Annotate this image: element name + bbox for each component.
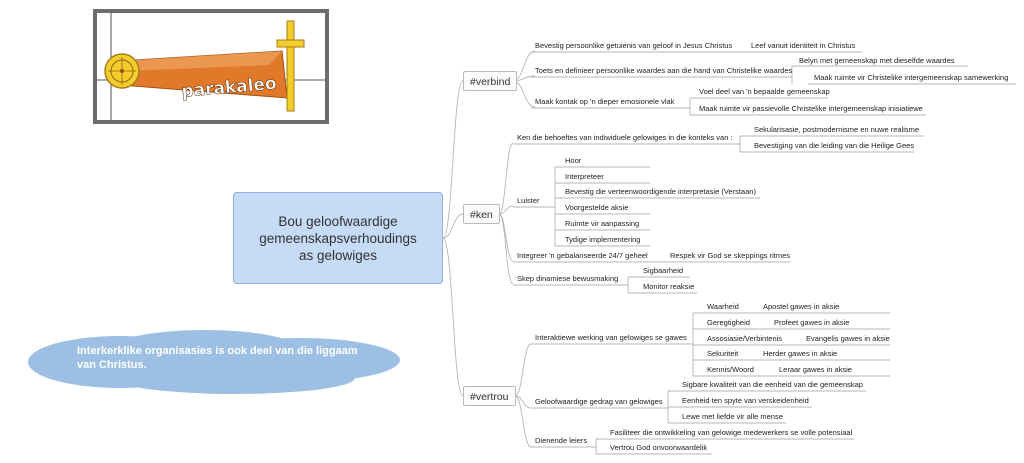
topic-ruimte-inisiatiewe[interactable]: Maak ruimte vir passievolle Christelike …	[699, 104, 923, 113]
central-to-ken	[442, 213, 464, 239]
topic-tydige-implementering[interactable]: Tydige implementering	[565, 235, 641, 244]
central-topic-text: Bou geloofwaardige gemeenskapsverhouding…	[259, 213, 417, 263]
ken-link-3	[498, 213, 514, 262]
central-topic[interactable]: Bou geloofwaardige gemeenskapsverhouding…	[233, 192, 443, 284]
topic-ruimte-samewerking[interactable]: Maak ruimte vir Christelike intergemeens…	[814, 73, 1009, 82]
topic-profeet-gawes[interactable]: Profeet gawes in aksie	[774, 318, 850, 327]
topic-dienende-leiers[interactable]: Dienende leiers	[535, 436, 588, 445]
topic-integreer-geheel[interactable]: Integreer 'n gebalanseerde 24/7 geheel	[517, 251, 648, 260]
topic-geloofwaardige-gedrag[interactable]: Geloofwaardige gedrag van gelowiges	[535, 397, 663, 406]
topic-monitor-reaksie[interactable]: Monitor reaksie	[643, 282, 695, 291]
ken-link-4	[498, 213, 514, 285]
topic-fasiliteer-ontwikkeling[interactable]: Fasiliteer die ontwikkeling van gelowige…	[610, 428, 853, 437]
topic-herder-gawes[interactable]: Herder gawes in aksie	[763, 349, 838, 358]
topic-sekularisasie[interactable]: Sekularisasie, postmodernisme en nuwe re…	[754, 125, 920, 134]
cloud-callout-text: Interkerklike organisasies is ook deel v…	[77, 345, 358, 371]
topic-geregtigheid[interactable]: Geregtigheid	[707, 318, 750, 327]
logo-graphic: parakaleo	[97, 13, 325, 120]
topic-sigbare-kwaliteit[interactable]: Sigbare kwaliteit van die eenheid van di…	[682, 380, 863, 389]
topic-sigbaarheid[interactable]: Sigbaarheid	[643, 266, 684, 275]
topic-leraar-gawes[interactable]: Leraar gawes in aksie	[779, 365, 852, 374]
central-to-vertrou	[442, 237, 464, 397]
topic-evangelis-gawes[interactable]: Evangelis gawes in aksie	[806, 334, 890, 343]
central-to-verbind	[442, 80, 464, 239]
cloud-callout[interactable]	[0, 0, 420, 400]
topic-luister[interactable]: Luister	[517, 196, 540, 205]
topic-apostel-gawes[interactable]: Apostel gawes in aksie	[763, 302, 840, 311]
topic-toets-waardes[interactable]: Toets en definieer persoonlike waardes a…	[535, 66, 793, 75]
vertrou-link-3	[514, 395, 532, 448]
topic-hoor[interactable]: Hoor	[565, 156, 582, 165]
topic-interpreteer[interactable]: Interpreteer	[565, 172, 604, 181]
ken-link-2	[498, 205, 514, 215]
topic-interaktiewe-werking[interactable]: Interaktiewe werking van gelowiges se ga…	[535, 333, 687, 342]
topic-skep-bewusmaking[interactable]: Skep dinamiese bewusmaking	[517, 274, 619, 283]
topic-ken-behoeftes[interactable]: Ken die behoeftes van indiwiduele gelowi…	[517, 133, 733, 142]
topic-lewe-met-liefde[interactable]: Lewe met liefde vir alle mense	[682, 412, 783, 421]
topic-voorgestelde-aksie[interactable]: Voorgestelde aksie	[565, 203, 629, 212]
topic-ruimte-aanpassing[interactable]: Ruimte vir aanpassing	[565, 219, 640, 228]
branch-ken[interactable]: #ken	[463, 204, 500, 224]
topic-belyn-gemeenskap[interactable]: Belyn met gemeenskap met dieselfde waard…	[799, 56, 955, 65]
topic-assosiasie-verbintenis[interactable]: Assosiasie/Verbintenis	[707, 334, 783, 343]
topic-eenheid-verskeidenheid[interactable]: Eenheid ten spyte van verskeidenheid	[682, 396, 809, 405]
vertrou-link-1	[514, 343, 532, 397]
topic-leef-vanuit-identiteit[interactable]: Leef vanuit identiteit in Christus	[751, 41, 856, 50]
topic-vertrou-god[interactable]: Vertrou God onvoorwaardelik	[610, 443, 708, 452]
topic-bevestig-getuienis[interactable]: Bevestig persoonlike getuienis van geloo…	[535, 41, 733, 50]
topic-leiding-heilige-gees[interactable]: Bevestiging van die leiding van die Heil…	[754, 141, 915, 150]
topic-waarheid[interactable]: Waarheid	[707, 302, 739, 311]
topic-maak-kontak[interactable]: Maak kontak op 'n dieper emosionele vlak	[535, 97, 675, 106]
topic-bevestig-interpretasie[interactable]: Bevestig die verteenwoordigende interpre…	[565, 187, 756, 196]
topic-sekuriteit[interactable]: Sekuriteit	[707, 349, 739, 358]
branch-vertrou[interactable]: #vertrou	[463, 386, 516, 406]
topic-respek-skeppings-ritmes[interactable]: Respek vir God se skeppings ritmes	[670, 251, 791, 260]
topic-voel-deel[interactable]: Voel deel van 'n bepaalde gemeenskap	[699, 87, 830, 96]
branch-verbind[interactable]: #verbind	[463, 71, 518, 91]
topic-kennis-woord[interactable]: Kennis/Woord	[707, 365, 754, 374]
ken-link-1	[498, 142, 514, 215]
parakaleo-logo: parakaleo	[93, 9, 329, 124]
